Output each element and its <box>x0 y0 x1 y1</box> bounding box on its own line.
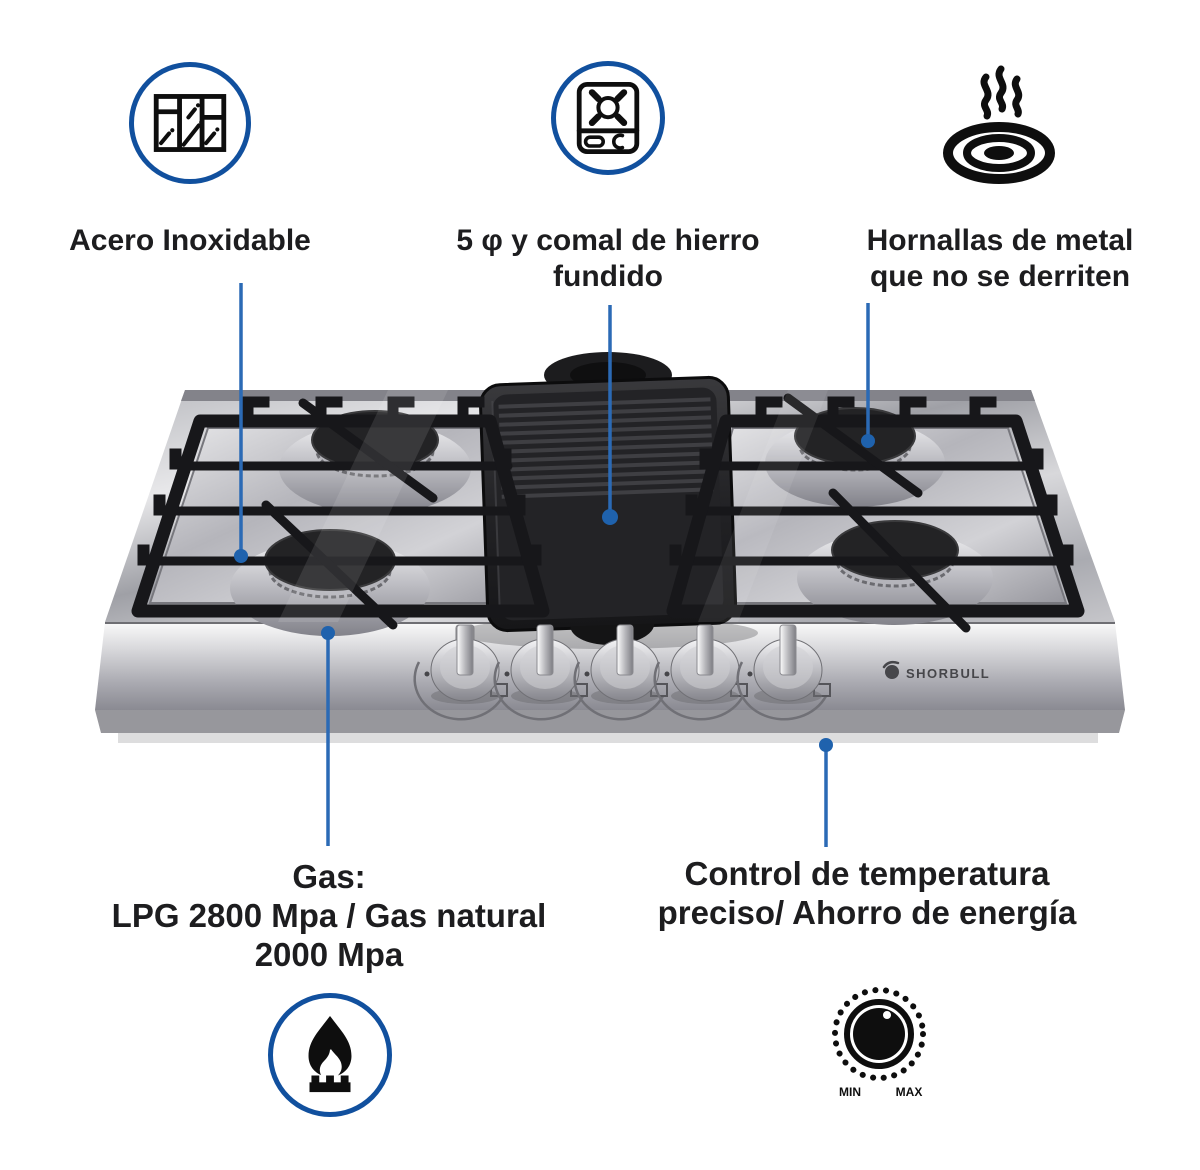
brand-text: SHORBULL <box>906 666 990 681</box>
right-grate <box>666 393 1085 633</box>
feature-burners-label: 5 φ y comal de hierro fundido <box>427 223 789 295</box>
knob-tick-ring <box>832 987 926 1081</box>
temperature-knob-icon: MIN MAX <box>832 987 926 1099</box>
cooktop-floor-shadow <box>118 731 1098 743</box>
stainless-sheet-icon <box>153 94 227 152</box>
control-knob <box>736 624 831 721</box>
brand-logo-bull-icon <box>885 665 899 679</box>
control-knob <box>573 624 668 721</box>
control-label-line2: preciso/ Ahorro de energía <box>657 894 1077 931</box>
feature-hotplate-label: Hornallas de metal que no se derriten <box>818 223 1182 295</box>
knob-indicator-dot <box>883 1011 891 1019</box>
gas-cooktop-image: SHORBULL <box>95 352 1125 743</box>
feature-burners-label-line1: 5 φ y comal de hierro <box>456 224 760 257</box>
gas-spec-label: Gas: LPG 2800 Mpa / Gas natural 2000 Mpa <box>88 857 570 974</box>
knob-max-label: MAX <box>896 1085 923 1099</box>
left-grate <box>131 396 550 630</box>
feature-stainless-label: Acero Inoxidable <box>69 224 311 257</box>
gas-flame-icon <box>308 1015 352 1093</box>
knob-min-label: MIN <box>839 1085 861 1099</box>
control-knob <box>413 624 508 721</box>
gas-spec-line2: LPG 2800 Mpa / Gas natural <box>111 897 547 934</box>
feature-hotplate-label-line2: que no se derriten <box>869 260 1131 293</box>
hot-plate-icon <box>943 65 1055 184</box>
gas-spec-line1: Gas: <box>292 858 366 895</box>
feature-hotplate-label-line1: Hornallas de metal <box>866 224 1134 257</box>
feature-burners-label-line2: fundido <box>553 260 663 293</box>
control-label-line1: Control de temperatura <box>684 855 1050 892</box>
feature-burners-badge <box>551 61 665 175</box>
control-label: Control de temperatura preciso/ Ahorro d… <box>624 854 1110 932</box>
control-knob <box>653 624 748 721</box>
brand-logo: SHORBULL <box>882 660 990 681</box>
feature-stainless-badge <box>129 62 251 184</box>
control-knobs <box>413 624 831 721</box>
control-knob <box>493 624 588 721</box>
cooktop-bottom-bevel <box>95 710 1125 733</box>
gas-spec-line3: 2000 Mpa <box>254 936 404 973</box>
gas-flame-badge <box>268 993 392 1117</box>
gas-burner-icon <box>576 82 640 154</box>
knob-dial <box>853 1008 905 1060</box>
